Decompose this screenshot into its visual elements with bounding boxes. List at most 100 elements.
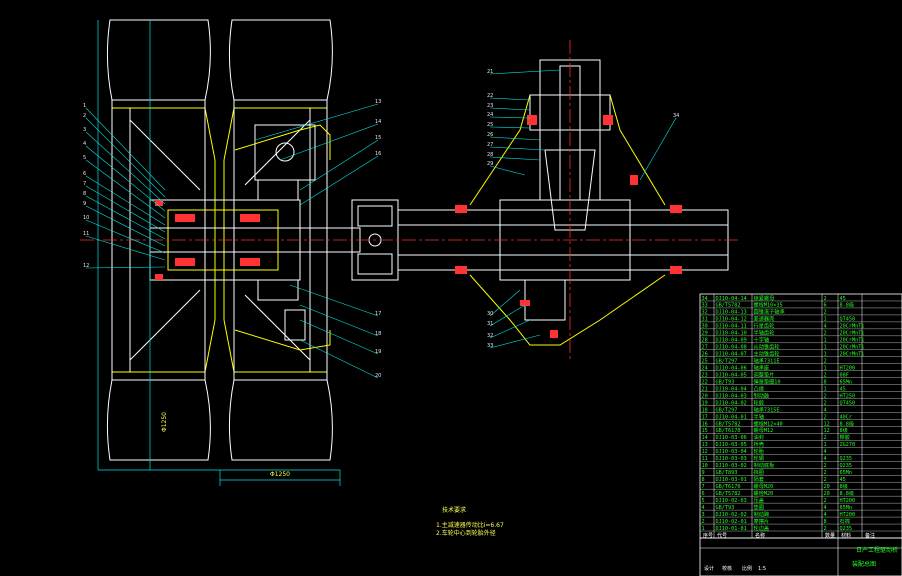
bom-cell-26-0: 8	[702, 477, 705, 483]
callout-right-27: 27	[487, 142, 493, 148]
bom-cell-19-1: GB/T6170	[716, 428, 741, 434]
callout-right-25: 25	[487, 122, 493, 128]
bom-header-2: 名称	[755, 532, 765, 539]
bom-cell-21-2: 桥壳	[754, 440, 764, 448]
callout-right-34: 34	[673, 113, 679, 119]
callout-left-12-leader	[85, 266, 166, 269]
callout-right-25-leader	[489, 126, 531, 129]
bom-cell-31-1: DJ10-02-02	[716, 512, 747, 518]
bom-cell-1-2: 螺栓M10×35	[754, 301, 783, 309]
bom-cell-1-3: 6	[824, 303, 827, 309]
bom-cell-18-2: 螺栓M12×40	[754, 419, 783, 427]
bom-cell-6-3: 1	[824, 338, 827, 344]
callout-left-10: 10	[83, 215, 89, 221]
callout-mid-20: 20	[375, 373, 381, 379]
callout-left-8-leader	[85, 195, 166, 240]
bom-cell-20-2: 油封	[754, 433, 764, 441]
bom-cell-28-2: 螺栓M20	[754, 489, 774, 497]
bom-cell-11-3: 2	[824, 372, 827, 378]
bom-cell-13-2: 凸缘	[754, 384, 764, 392]
bom-cell-4-0: 30	[702, 324, 708, 330]
bom-cell-5-0: 29	[702, 331, 708, 337]
bom-header-4: 材料	[841, 532, 851, 539]
bom-cell-2-0: 32	[702, 310, 708, 316]
bom-cell-8-4: 20CrMnTi	[840, 352, 865, 358]
bom-cell-18-1: GB/T5782	[716, 421, 741, 427]
bom-cell-24-4: Q235	[840, 463, 853, 469]
bom-cell-17-3: 2	[824, 414, 827, 420]
bom-cell-20-0: 14	[702, 435, 708, 441]
callout-mid-16: 16	[375, 151, 381, 157]
bom-header-5: 备注	[865, 532, 875, 539]
bom-cell-29-3: 2	[824, 498, 827, 504]
bom-cell-32-4: 石棉	[840, 517, 850, 525]
bom-cell-28-3: 20	[824, 491, 830, 497]
bom-cell-17-4: 40Cr	[840, 414, 853, 420]
bom-cell-4-2: 行星齿轮	[754, 322, 775, 330]
bom-cell-29-1: DJ10-02-03	[716, 498, 747, 504]
callout-right-24-leader	[489, 116, 531, 119]
callout-left-4-leader	[85, 145, 166, 212]
callout-mid-15-leader	[299, 139, 379, 191]
bom-cell-9-3: 2	[824, 359, 827, 365]
bom-cell-32-2: 摩擦片	[754, 517, 770, 525]
bom-cell-28-1: GB/T5782	[716, 491, 741, 497]
bom-cell-26-3: 2	[824, 477, 827, 483]
bom-cell-10-3: 1	[824, 365, 827, 371]
bom-cell-15-3: 2	[824, 400, 827, 406]
bom-cell-14-3: 2	[824, 393, 827, 399]
bom-cell-27-1: GB/T6170	[716, 484, 741, 490]
bom-cell-20-1: DJ10-03-06	[716, 435, 747, 441]
callout-right-33: 33	[487, 343, 493, 349]
bom-cell-15-1: DJ10-04-02	[716, 400, 747, 406]
bom-cell-25-4: 65Mn	[840, 470, 853, 476]
bom-cell-8-3: 1	[824, 352, 827, 358]
bom-cell-12-2: 弹簧垫圈10	[754, 377, 781, 385]
callout-left-5-leader	[85, 159, 166, 219]
bom-cell-3-3: 1	[824, 317, 827, 323]
callout-right-29: 29	[487, 161, 493, 167]
bom-cell-10-4: HT200	[840, 365, 856, 371]
bom-cell-30-3: 4	[824, 505, 827, 511]
bom-cell-3-0: 31	[702, 317, 708, 323]
bom-cell-4-4: 20CrMnTi	[840, 324, 865, 330]
callout-left-3: 3	[83, 127, 86, 133]
bom-cell-4-1: DJ10-04-11	[716, 324, 747, 330]
bom-cell-27-3: 20	[824, 484, 830, 490]
bom-cell-12-0: 22	[702, 379, 708, 385]
callout-right-23: 23	[487, 103, 493, 109]
callout-mid-13-leader	[254, 103, 379, 141]
bom-cell-4-3: 4	[824, 324, 827, 330]
bom-cell-28-0: 6	[702, 491, 705, 497]
callout-left-3-leader	[85, 131, 166, 205]
callout-left-8: 8	[83, 191, 86, 197]
bom-cell-33-3: 2	[824, 526, 827, 532]
callout-left-2: 2	[83, 113, 86, 119]
callout-leaders: 1234567891011121314151617181920212223242…	[83, 69, 679, 379]
callout-left-11-leader	[85, 235, 166, 261]
callout-right-30-leader	[489, 289, 521, 317]
bom-cell-22-0: 12	[702, 449, 708, 455]
bom-cell-15-4: QT450	[840, 400, 856, 406]
callout-left-1: 1	[83, 103, 86, 109]
bom-cell-6-2: 十字轴	[754, 336, 770, 344]
callout-right-34-leader	[639, 117, 677, 181]
bom-cell-16-2: 轴承7315E	[754, 405, 780, 413]
bom-cell-29-0: 5	[702, 498, 705, 504]
bom-cell-7-1: DJ10-04-08	[716, 345, 747, 351]
bom-cell-0-3: 2	[824, 296, 827, 302]
bom-cell-31-3: 4	[824, 512, 827, 518]
bom-cell-9-2: 轴承7311E	[754, 357, 780, 365]
bom-cell-2-3: 2	[824, 310, 827, 316]
bom-cell-24-3: 2	[824, 463, 827, 469]
bom-cell-26-2: 隔套	[754, 475, 765, 483]
bom-cell-7-3: 1	[824, 345, 827, 351]
bom-cell-30-1: GB/T93	[716, 505, 735, 511]
callout-mid-16-leader	[299, 155, 379, 206]
callout-right-23-leader	[489, 107, 531, 111]
callout-mid-18-leader	[299, 304, 379, 337]
bom-cell-13-4: 45	[840, 386, 846, 392]
bom-cell-12-3: 8	[824, 379, 827, 385]
